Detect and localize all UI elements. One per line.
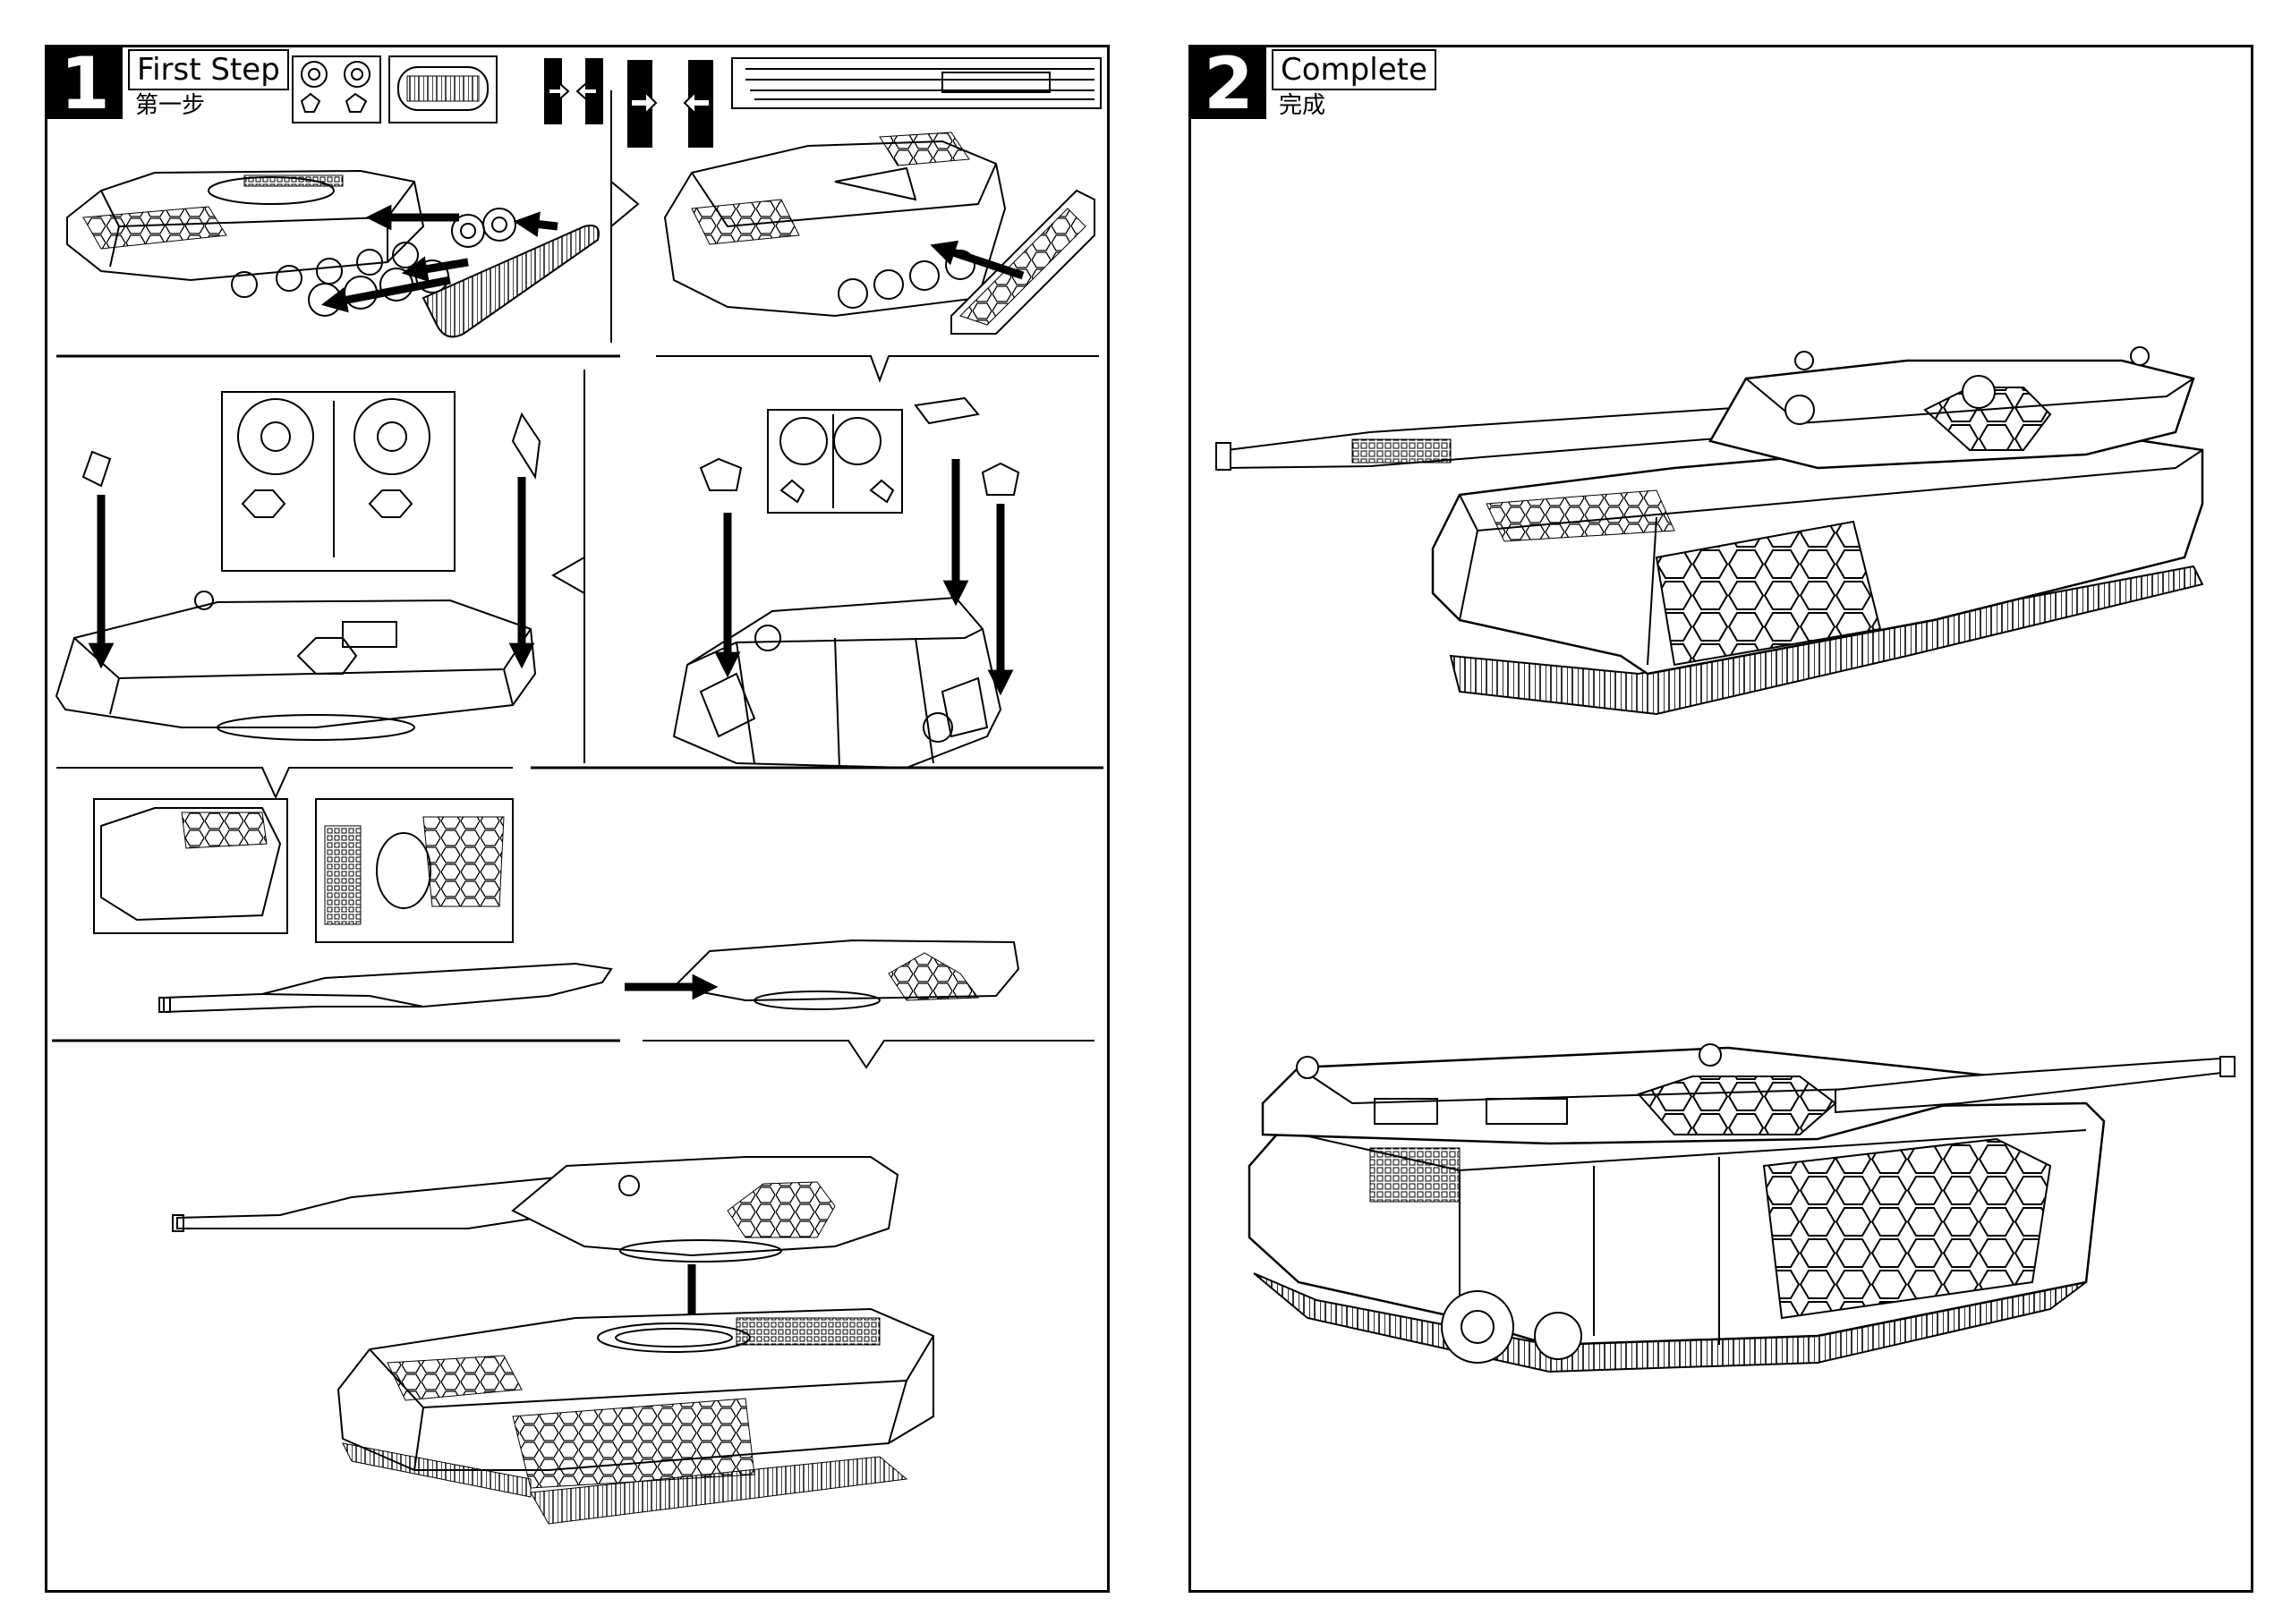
- step-2-panel: 2 Complete 完成: [1188, 45, 2253, 1593]
- part-sheet-group-1: [292, 55, 498, 123]
- step-1-panel: 1 First Step 第一步: [45, 45, 1110, 1593]
- turret-top-parts-diagram: [672, 396, 1020, 769]
- step-2-number: 2: [1191, 47, 1266, 121]
- step-1-illustrations: [52, 55, 1103, 1525]
- turret-barrel-diagram: [93, 798, 1020, 1014]
- step-2-title: Complete: [1272, 49, 1436, 90]
- complete-tank-rear-view: [1248, 1043, 2236, 1373]
- arrow-direction-icon-b: [627, 60, 713, 148]
- step-1-subtitle: 第一步: [135, 92, 206, 119]
- turret-plates-diagram: [55, 391, 541, 741]
- complete-tank-front-view: [1215, 346, 2204, 716]
- step-1-title: First Step: [128, 49, 289, 90]
- arrow-direction-icon-a: [544, 58, 603, 124]
- step-1-number: 1: [47, 47, 123, 121]
- barrel-sheet: [731, 57, 1102, 109]
- step-2-subtitle: 完成: [1279, 92, 1326, 119]
- turret-hull-assembly-diagram: [172, 1156, 934, 1525]
- hull-wheels-diagram: [66, 169, 600, 338]
- hull-armor-diagram: [663, 132, 1095, 335]
- step-2-illustrations: [1215, 346, 2236, 1373]
